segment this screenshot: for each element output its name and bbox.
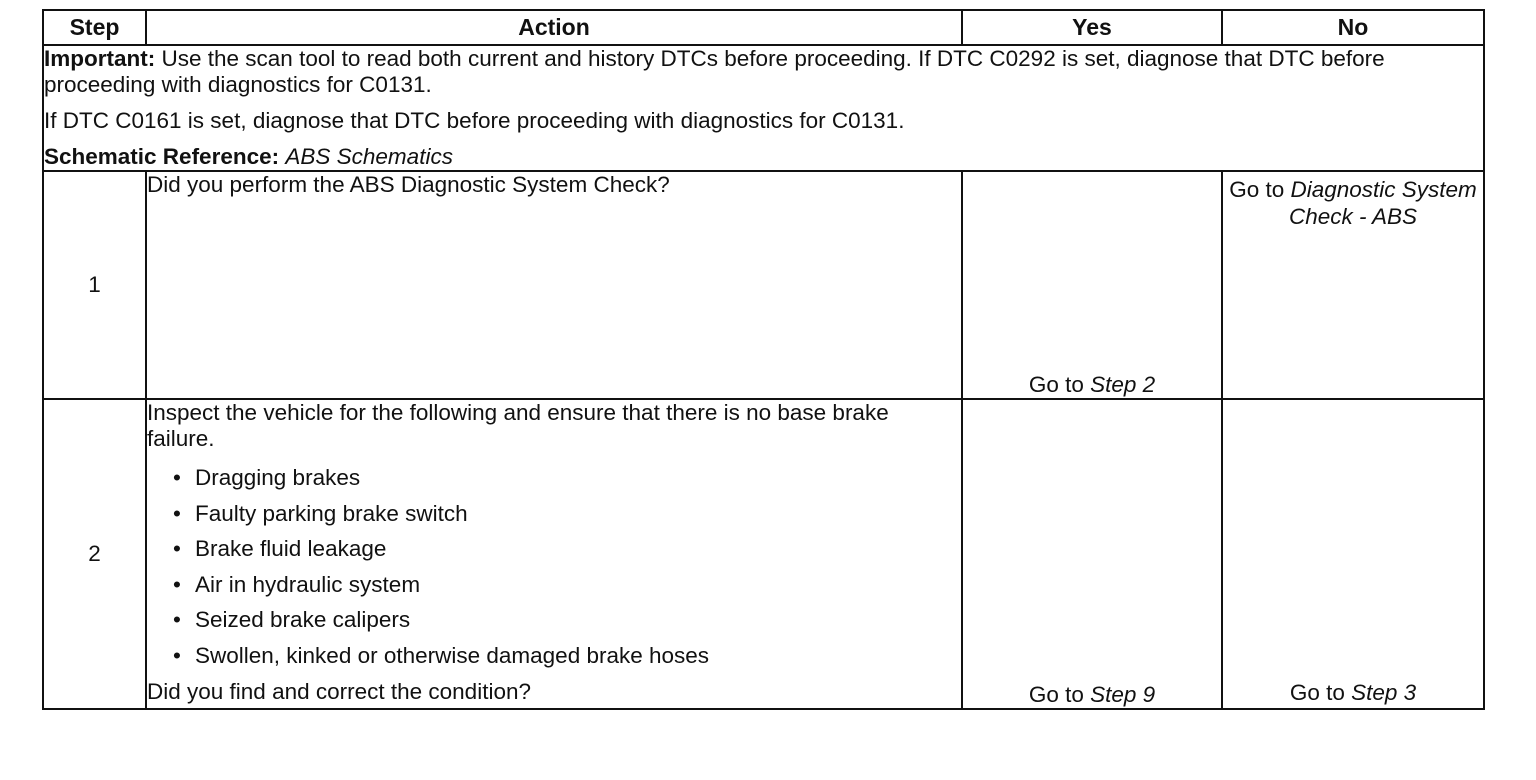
- note-row: Important: Use the scan tool to read bot…: [42, 44, 1485, 172]
- bullet-icon: •: [173, 500, 181, 526]
- list-item-text: Swollen, kinked or otherwise damaged bra…: [195, 642, 710, 668]
- yes-prefix: Go to: [1028, 682, 1091, 707]
- step-yes: Go to Step 9: [961, 398, 1223, 710]
- list-item: • Seized brake calipers: [173, 602, 961, 638]
- no-prefix: Go to: [1229, 177, 1291, 202]
- step-no: Go to Step 3: [1221, 398, 1485, 710]
- schematic-label: Schematic Reference:: [44, 144, 280, 169]
- list-item-text: Seized brake calipers: [195, 607, 411, 632]
- header-action: Action: [145, 9, 963, 46]
- list-item-text: Brake fluid leakage: [195, 536, 387, 561]
- schematic-reference: Schematic Reference: ABS Schematics: [44, 144, 1483, 170]
- important-label: Important:: [44, 46, 156, 71]
- step-number: 1: [42, 170, 147, 400]
- list-item: • Swollen, kinked or otherwise damaged br…: [173, 638, 961, 674]
- no-step-link[interactable]: Diagnostic System Check - ABS: [1289, 177, 1477, 229]
- list-item-text: Faulty parking brake switch: [195, 500, 468, 526]
- header-step: Step: [42, 9, 147, 46]
- diagnostic-table: Step Action Yes No Important: Use the sc…: [42, 9, 1485, 710]
- list-item: • Dragging brakes: [173, 460, 961, 496]
- step-question: Did you perform the ABS Diagnostic Syste…: [147, 172, 670, 197]
- yes-prefix: Go to: [1028, 372, 1091, 397]
- header-row: Step Action Yes No: [42, 9, 1485, 46]
- schematic-link[interactable]: ABS Schematics: [285, 144, 453, 169]
- important-text: Use the scan tool to read both current a…: [44, 46, 1385, 97]
- important-paragraph: Important: Use the scan tool to read bot…: [44, 46, 1483, 98]
- bullet-icon: •: [173, 571, 181, 597]
- step-question: Did you find and correct the condition?: [147, 679, 531, 704]
- header-yes: Yes: [961, 9, 1223, 46]
- bullet-icon: •: [173, 536, 181, 561]
- list-item: • Faulty parking brake switch: [173, 496, 961, 532]
- yes-step-link[interactable]: Step 2: [1090, 372, 1156, 397]
- bullet-icon: •: [173, 465, 181, 490]
- list-item: • Brake fluid leakage: [173, 531, 961, 567]
- list-item: • Air in hydraulic system: [173, 567, 961, 603]
- no-prefix: Go to: [1289, 680, 1352, 705]
- step-action: Inspect the vehicle for the following an…: [145, 398, 963, 710]
- header-no: No: [1221, 9, 1485, 46]
- step-action: Did you perform the ABS Diagnostic Syste…: [145, 170, 963, 400]
- table-row-step-1: 1 Did you perform the ABS Diagnostic Sys…: [42, 170, 1485, 400]
- step-yes: Go to Step 2: [961, 170, 1223, 400]
- no-step-link[interactable]: Step 3: [1351, 680, 1417, 705]
- table-row-step-2: 2 Inspect the vehicle for the following …: [42, 398, 1485, 710]
- important-paragraph-2: If DTC C0161 is set, diagnose that DTC b…: [44, 108, 905, 133]
- step-no: Go to Diagnostic System Check - ABS: [1221, 170, 1485, 400]
- list-item-text: Air in hydraulic system: [195, 571, 421, 597]
- yes-step-link[interactable]: Step 9: [1090, 682, 1156, 707]
- bullet-icon: •: [173, 607, 181, 632]
- important-note: Important: Use the scan tool to read bot…: [42, 44, 1485, 172]
- inspection-list: • Dragging brakes • Faulty parking brake s…: [147, 460, 961, 673]
- step-intro: Inspect the vehicle for the following an…: [147, 400, 889, 451]
- step-number: 2: [42, 398, 147, 710]
- list-item-text: Dragging brakes: [195, 465, 361, 490]
- bullet-icon: •: [173, 642, 181, 668]
